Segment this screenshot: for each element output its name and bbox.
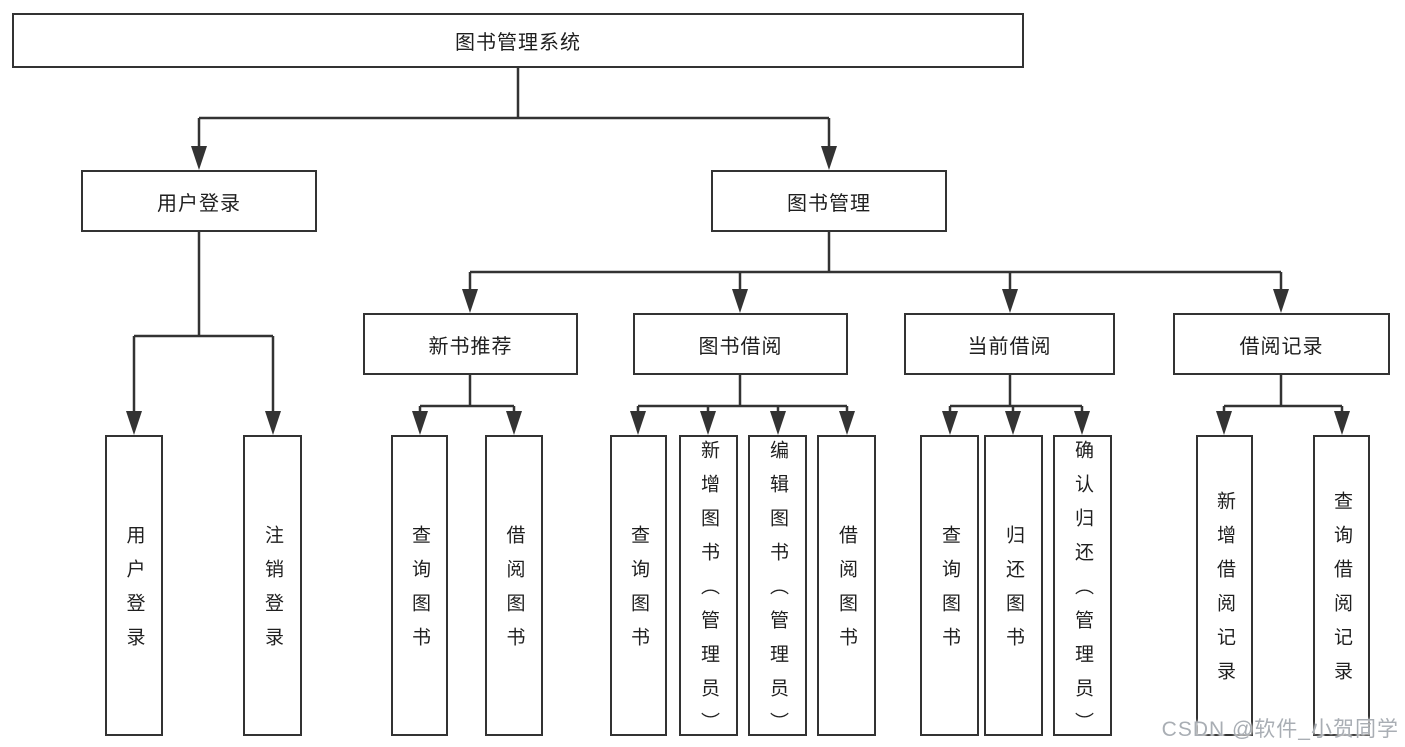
node-borrowing-records: 借阅记录	[1173, 313, 1390, 375]
leaf-recommend-query-books: 查询图书	[391, 435, 448, 736]
node-label: 图书管理系统	[455, 32, 581, 54]
node-label: 借阅图书	[836, 525, 857, 661]
leaf-user-login: 用户登录	[105, 435, 163, 736]
node-label: 编辑图书（管理员）	[767, 440, 788, 746]
node-new-book-recommendation: 新书推荐	[363, 313, 578, 375]
node-book-borrowing: 图书借阅	[633, 313, 848, 375]
node-book-management: 图书管理	[711, 170, 947, 232]
leaf-records-add-borrow-record: 新增借阅记录	[1196, 435, 1253, 736]
csdn-watermark: CSDN @软件_小贺同学	[1161, 718, 1399, 741]
node-label: 归还图书	[1003, 525, 1024, 661]
node-label: 注销登录	[262, 525, 283, 661]
node-label: 新书推荐	[428, 335, 513, 358]
leaf-borrowing-edit-books-admin: 编辑图书（管理员）	[748, 435, 807, 746]
node-current-borrowing: 当前借阅	[904, 313, 1115, 375]
node-label: 当前借阅	[967, 335, 1052, 358]
leaf-borrowing-add-books-admin: 新增图书（管理员）	[679, 435, 738, 746]
leaf-logout: 注销登录	[243, 435, 302, 736]
node-label: 查询图书	[409, 525, 430, 661]
node-label: 用户登录	[123, 525, 145, 661]
node-label: 图书借阅	[698, 335, 783, 358]
node-label: 新增图书（管理员）	[698, 440, 719, 746]
node-library-system: 图书管理系统	[12, 13, 1024, 68]
node-label: 借阅图书	[503, 525, 525, 661]
node-label: 查询图书	[939, 525, 960, 661]
node-label: 确认归还（管理员）	[1072, 440, 1093, 746]
node-label: 查询借阅记录	[1331, 491, 1352, 695]
node-label: 图书管理	[787, 192, 871, 215]
node-label: 新增借阅记录	[1214, 491, 1235, 695]
leaf-records-query-borrow-record: 查询借阅记录	[1313, 435, 1370, 736]
node-label: 借阅记录	[1239, 335, 1324, 358]
leaf-borrowing-borrow-books: 借阅图书	[817, 435, 876, 736]
node-label: 用户登录	[157, 192, 241, 215]
leaf-borrowing-query-books: 查询图书	[610, 435, 667, 736]
leaf-current-return-books: 归还图书	[984, 435, 1043, 736]
arrowheads	[126, 146, 1350, 435]
node-label: 查询图书	[628, 525, 649, 661]
leaf-current-query-books: 查询图书	[920, 435, 979, 736]
leaf-recommend-borrow-books: 借阅图书	[485, 435, 543, 736]
node-user-login: 用户登录	[81, 170, 317, 232]
leaf-current-confirm-return-admin: 确认归还（管理员）	[1053, 435, 1112, 746]
